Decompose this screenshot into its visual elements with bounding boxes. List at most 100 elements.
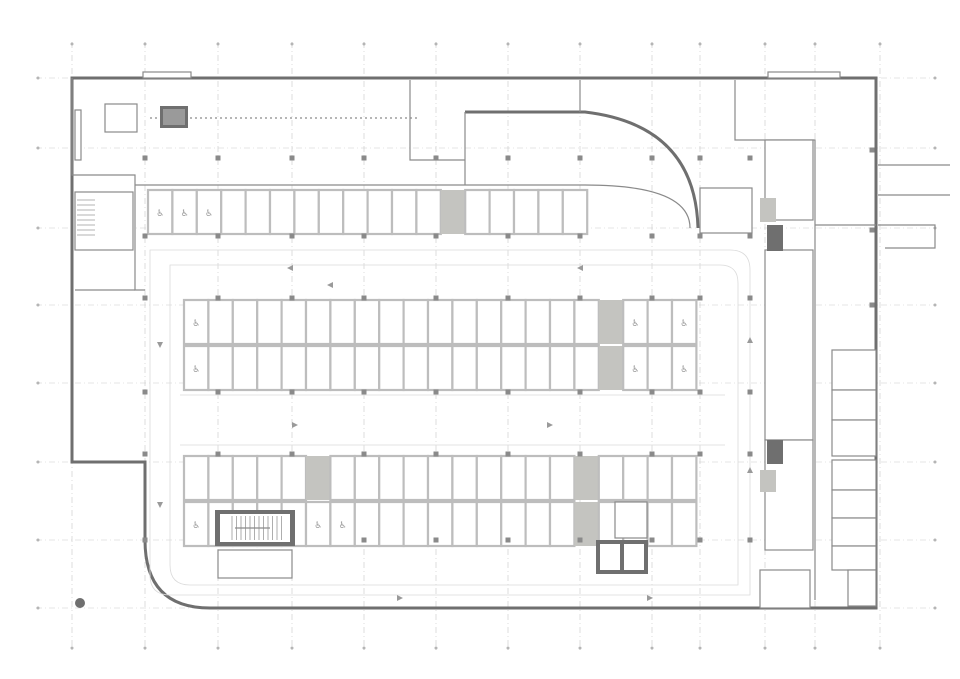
flow-arrow-icon xyxy=(287,265,293,271)
structural-column xyxy=(577,155,583,161)
structural-column xyxy=(142,155,148,161)
parking-bay xyxy=(146,188,174,236)
structural-column xyxy=(215,451,221,457)
parking-bay xyxy=(207,454,234,502)
grid-marker xyxy=(70,646,74,650)
parking-bay xyxy=(353,500,381,548)
accessible-bay-icon: ♿ xyxy=(205,209,213,219)
accessible-bay-icon: ♿ xyxy=(192,319,200,329)
structural-column xyxy=(577,451,583,457)
accessible-bay-icon: ♿ xyxy=(680,319,688,329)
parking-bay xyxy=(304,500,332,548)
flow-arrow-icon xyxy=(292,422,298,428)
structural-column xyxy=(289,295,295,301)
flow-arrow-icon xyxy=(157,342,163,348)
parking-bay xyxy=(402,500,430,548)
parking-bay xyxy=(207,298,234,346)
parking-bay xyxy=(426,500,454,548)
accessible-bay-icon: ♿ xyxy=(314,521,322,531)
parking-bay xyxy=(500,500,527,548)
parking-bay xyxy=(244,188,272,236)
parking-bay xyxy=(426,298,454,346)
structural-column xyxy=(697,155,703,161)
staircase xyxy=(215,510,295,546)
parking-bay xyxy=(378,500,405,548)
parking-bay xyxy=(280,344,308,392)
structural-column xyxy=(697,451,703,457)
parking-bay xyxy=(231,454,259,502)
parking-bay xyxy=(464,188,491,236)
parking-bay xyxy=(390,188,418,236)
parking-bay xyxy=(402,454,430,502)
grid-marker xyxy=(933,538,937,542)
accessible-bay-icon: ♿ xyxy=(156,209,164,219)
flow-arrow-icon xyxy=(397,595,403,601)
grid-marker xyxy=(362,646,366,650)
service-bay xyxy=(306,456,331,500)
structural-column xyxy=(577,233,583,239)
parking-bay xyxy=(561,188,589,236)
structural-column xyxy=(649,155,655,161)
grid-marker xyxy=(36,538,40,542)
parking-bay xyxy=(207,344,234,392)
parking-bay xyxy=(524,500,552,548)
structural-column xyxy=(433,233,439,239)
grid-marker xyxy=(290,646,294,650)
grid-marker xyxy=(216,42,220,46)
grid-marker xyxy=(36,303,40,307)
parking-bay xyxy=(670,454,698,502)
service-bay xyxy=(440,190,466,234)
structural-column xyxy=(289,233,295,239)
parking-bay xyxy=(646,454,674,502)
parking-bay xyxy=(500,298,527,346)
parking-bay xyxy=(451,298,478,346)
structural-column xyxy=(215,389,221,395)
parking-bay xyxy=(378,454,405,502)
structural-column xyxy=(697,233,703,239)
drive-lanes xyxy=(149,249,751,596)
grid-marker xyxy=(933,76,937,80)
grid-marker xyxy=(143,646,147,650)
structural-column xyxy=(505,233,511,239)
structural-column xyxy=(649,295,655,301)
grid-marker xyxy=(36,606,40,610)
structural-column xyxy=(505,295,511,301)
flow-arrow-icon xyxy=(327,282,333,288)
structural-column xyxy=(649,233,655,239)
parking-bay xyxy=(353,298,381,346)
grid-marker xyxy=(650,646,654,650)
lift-core xyxy=(596,501,648,574)
parking-bay xyxy=(646,344,674,392)
structural-column xyxy=(747,451,753,457)
service-bay xyxy=(574,456,599,500)
service-bay xyxy=(598,300,624,344)
grid-marker xyxy=(698,646,702,650)
structural-column xyxy=(505,451,511,457)
parking-bay xyxy=(524,298,552,346)
parking-bay xyxy=(451,500,478,548)
grid-marker xyxy=(143,42,147,46)
parking-bay xyxy=(329,500,356,548)
parking-bay xyxy=(488,188,516,236)
accessible-bay-icon: ♿ xyxy=(680,365,688,375)
grid-marker xyxy=(70,42,74,46)
parking-bay xyxy=(231,344,259,392)
parking-bay xyxy=(451,344,478,392)
parking-bay xyxy=(670,298,698,346)
structural-column xyxy=(577,389,583,395)
parking-bay xyxy=(171,188,198,236)
flow-arrow-icon xyxy=(647,595,653,601)
parking-bay xyxy=(451,454,478,502)
structural-column xyxy=(869,147,875,153)
parking-bay xyxy=(402,344,430,392)
accessible-bay-icon: ♿ xyxy=(339,521,347,531)
structural-column xyxy=(697,389,703,395)
flow-arrow-icon xyxy=(747,337,753,343)
grid-marker xyxy=(933,146,937,150)
parking-bay xyxy=(524,454,552,502)
parking-bay xyxy=(670,344,698,392)
parking-bay xyxy=(426,344,454,392)
grid-marker xyxy=(763,42,767,46)
parking-bay xyxy=(329,298,356,346)
grid-marker xyxy=(434,42,438,46)
